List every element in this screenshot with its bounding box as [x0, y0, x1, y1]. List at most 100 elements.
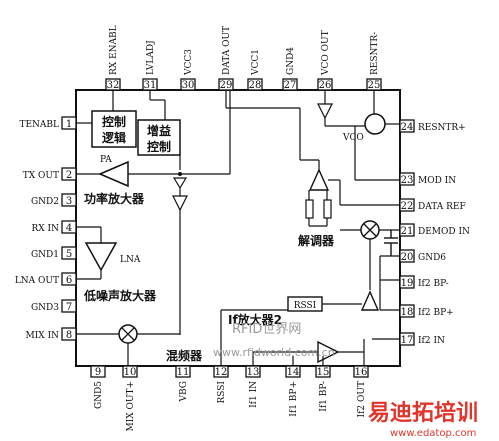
wires-demod [308, 179, 400, 227]
pin-label-rssi: RSSI [217, 381, 227, 404]
gain-control-block [137, 119, 181, 156]
pin-label-if1-in: If1 IN [249, 381, 259, 408]
pin-num: 28 [249, 80, 262, 91]
resistor-icon [305, 199, 314, 219]
pin-label-demod-in: DEMOD IN [418, 227, 470, 237]
pin-num: 21 [401, 226, 414, 237]
pin-label-gnd2: GND2 [31, 197, 59, 207]
pin-label-vco-out: VCO OUT [321, 30, 331, 76]
top-pins [105, 78, 382, 91]
watermark-edatop-cn: 易迪拓培训 [368, 400, 478, 426]
wires-mixer [76, 333, 180, 366]
vco-buffer-icon [317, 103, 333, 120]
wires-data-out [225, 90, 301, 160]
wires-if2 [363, 250, 400, 366]
control-logic-block [91, 110, 137, 148]
pin-num: 13 [247, 367, 260, 378]
bottom-pins [90, 365, 369, 378]
wires-lna [76, 226, 102, 280]
mixer-cross [121, 327, 135, 341]
wires-vco [324, 90, 400, 181]
pin-num: 25 [368, 80, 381, 91]
pin-num: 15 [317, 367, 330, 378]
pin-label-if2-out: If2 OUT [357, 381, 367, 417]
pin-label-if2-bp-minus: If2 BP- [418, 279, 449, 289]
pin-label-if1-bp-plus: If1 BP+ [289, 381, 299, 417]
right-pins [399, 119, 415, 346]
if2-amplifier-icon [360, 290, 380, 311]
pin-label-mod-in: MOD IN [418, 176, 456, 186]
pin-label-vbg: VBG [179, 381, 189, 402]
pin-num: 32 [107, 80, 120, 91]
pin-num: 17 [401, 335, 414, 346]
pin-num: 3 [66, 196, 72, 207]
pin-num: 5 [66, 249, 72, 260]
left-pin-labels: TENABL TX OUT GND2 RX IN GND1 LNA OUT GN… [15, 120, 59, 341]
pin-num: 16 [355, 367, 368, 378]
pin-label-gnd1: GND1 [31, 250, 59, 260]
if-amp2-label: If放大器2 [228, 312, 282, 327]
comparator-icon [308, 168, 330, 191]
pin-num: 30 [182, 80, 195, 91]
gain-control-label-1: 增益 [147, 123, 171, 138]
pin-num: 9 [95, 367, 101, 378]
pin-num: 12 [215, 367, 228, 378]
wires-demod-mixer [340, 229, 400, 250]
wires-rssi [220, 303, 362, 366]
pin-label-if1-bp-minus: If1 BP- [319, 381, 329, 412]
pin-num: 27 [284, 80, 297, 91]
wires-top-control [76, 90, 166, 124]
pin-num: 11 [177, 367, 190, 378]
watermark-rfid-world: RFID世界网 [232, 322, 301, 337]
watermark-rfid-url: www.rfidworld.com.cn [213, 346, 335, 359]
pin-label-rx-in: RX IN [32, 224, 60, 234]
pin-num: 19 [401, 278, 414, 289]
pin-label-lna-out: LNA OUT [15, 276, 59, 286]
buffer-icon [172, 177, 188, 190]
pin-num: 2 [66, 170, 72, 181]
bottom-pin-numbers: 9 10 11 12 13 14 15 16 [95, 367, 368, 378]
pin-num: 26 [319, 80, 332, 91]
left-pins [61, 116, 77, 341]
pin-num: 24 [401, 122, 414, 133]
pin-num: 8 [66, 330, 72, 341]
mixer-cross [363, 223, 377, 237]
power-amp-label: 功率放大器 [84, 191, 145, 206]
lna-amplifier-icon [84, 242, 118, 272]
pin-num: 22 [401, 201, 414, 212]
pin-label-lvladj: LVLADJ [146, 40, 156, 75]
top-pin-numbers: 32 31 30 29 28 27 26 25 [107, 80, 381, 91]
pin-label-if2-bp-plus: If2 BP+ [418, 308, 454, 318]
pin-label-gnd6: GND6 [418, 253, 446, 263]
right-pin-labels: RESNTR+ MOD IN DATA REF DEMOD IN GND6 If… [418, 123, 470, 346]
pin-num: 18 [401, 307, 414, 318]
pin-num: 20 [401, 252, 414, 263]
pin-label-rx-enabl: RX ENABL [109, 25, 119, 75]
mixer-label: 混频器 [166, 348, 203, 363]
pa-label: PA [100, 155, 112, 165]
control-logic-label-1: 控制 [102, 114, 126, 129]
pin-label-gnd5: GND5 [94, 381, 104, 409]
pa-amplifier-icon [98, 160, 129, 188]
bottom-pin-labels: GND5 MIX OUT+ VBG RSSI If1 IN If1 BP+ If… [94, 381, 367, 432]
low-noise-amp-label: 低噪声放大器 [83, 288, 157, 303]
pin-label-gnd3: GND3 [31, 303, 59, 313]
demodulator-label: 解调器 [298, 233, 335, 248]
pin-label-data-ref: DATA REF [418, 202, 466, 212]
pin-label-resntr-plus: RESNTR+ [418, 123, 466, 133]
vco-label: VCO [342, 133, 364, 143]
pin-num: 23 [401, 175, 414, 186]
top-pin-labels: RX ENABL LVLADJ VCC3 DATA OUT VCC1 GND4 … [109, 25, 380, 76]
buffer-icon [172, 195, 188, 212]
pin-label-mix-in: MIX IN [26, 331, 60, 341]
lna-label: LNA [120, 255, 141, 265]
left-pin-numbers: 1 2 3 4 5 6 7 8 [66, 119, 72, 341]
pin-num: 6 [66, 275, 72, 286]
pin-num: 1 [66, 119, 72, 130]
pin-label-resntr-minus: RESNTR- [370, 32, 380, 75]
capacitor-icon [384, 230, 398, 256]
pin-label-tenabl: TENABL [19, 120, 59, 130]
pin-num: 4 [66, 223, 72, 234]
right-pin-numbers: 24 23 22 21 20 19 18 17 [401, 122, 414, 346]
